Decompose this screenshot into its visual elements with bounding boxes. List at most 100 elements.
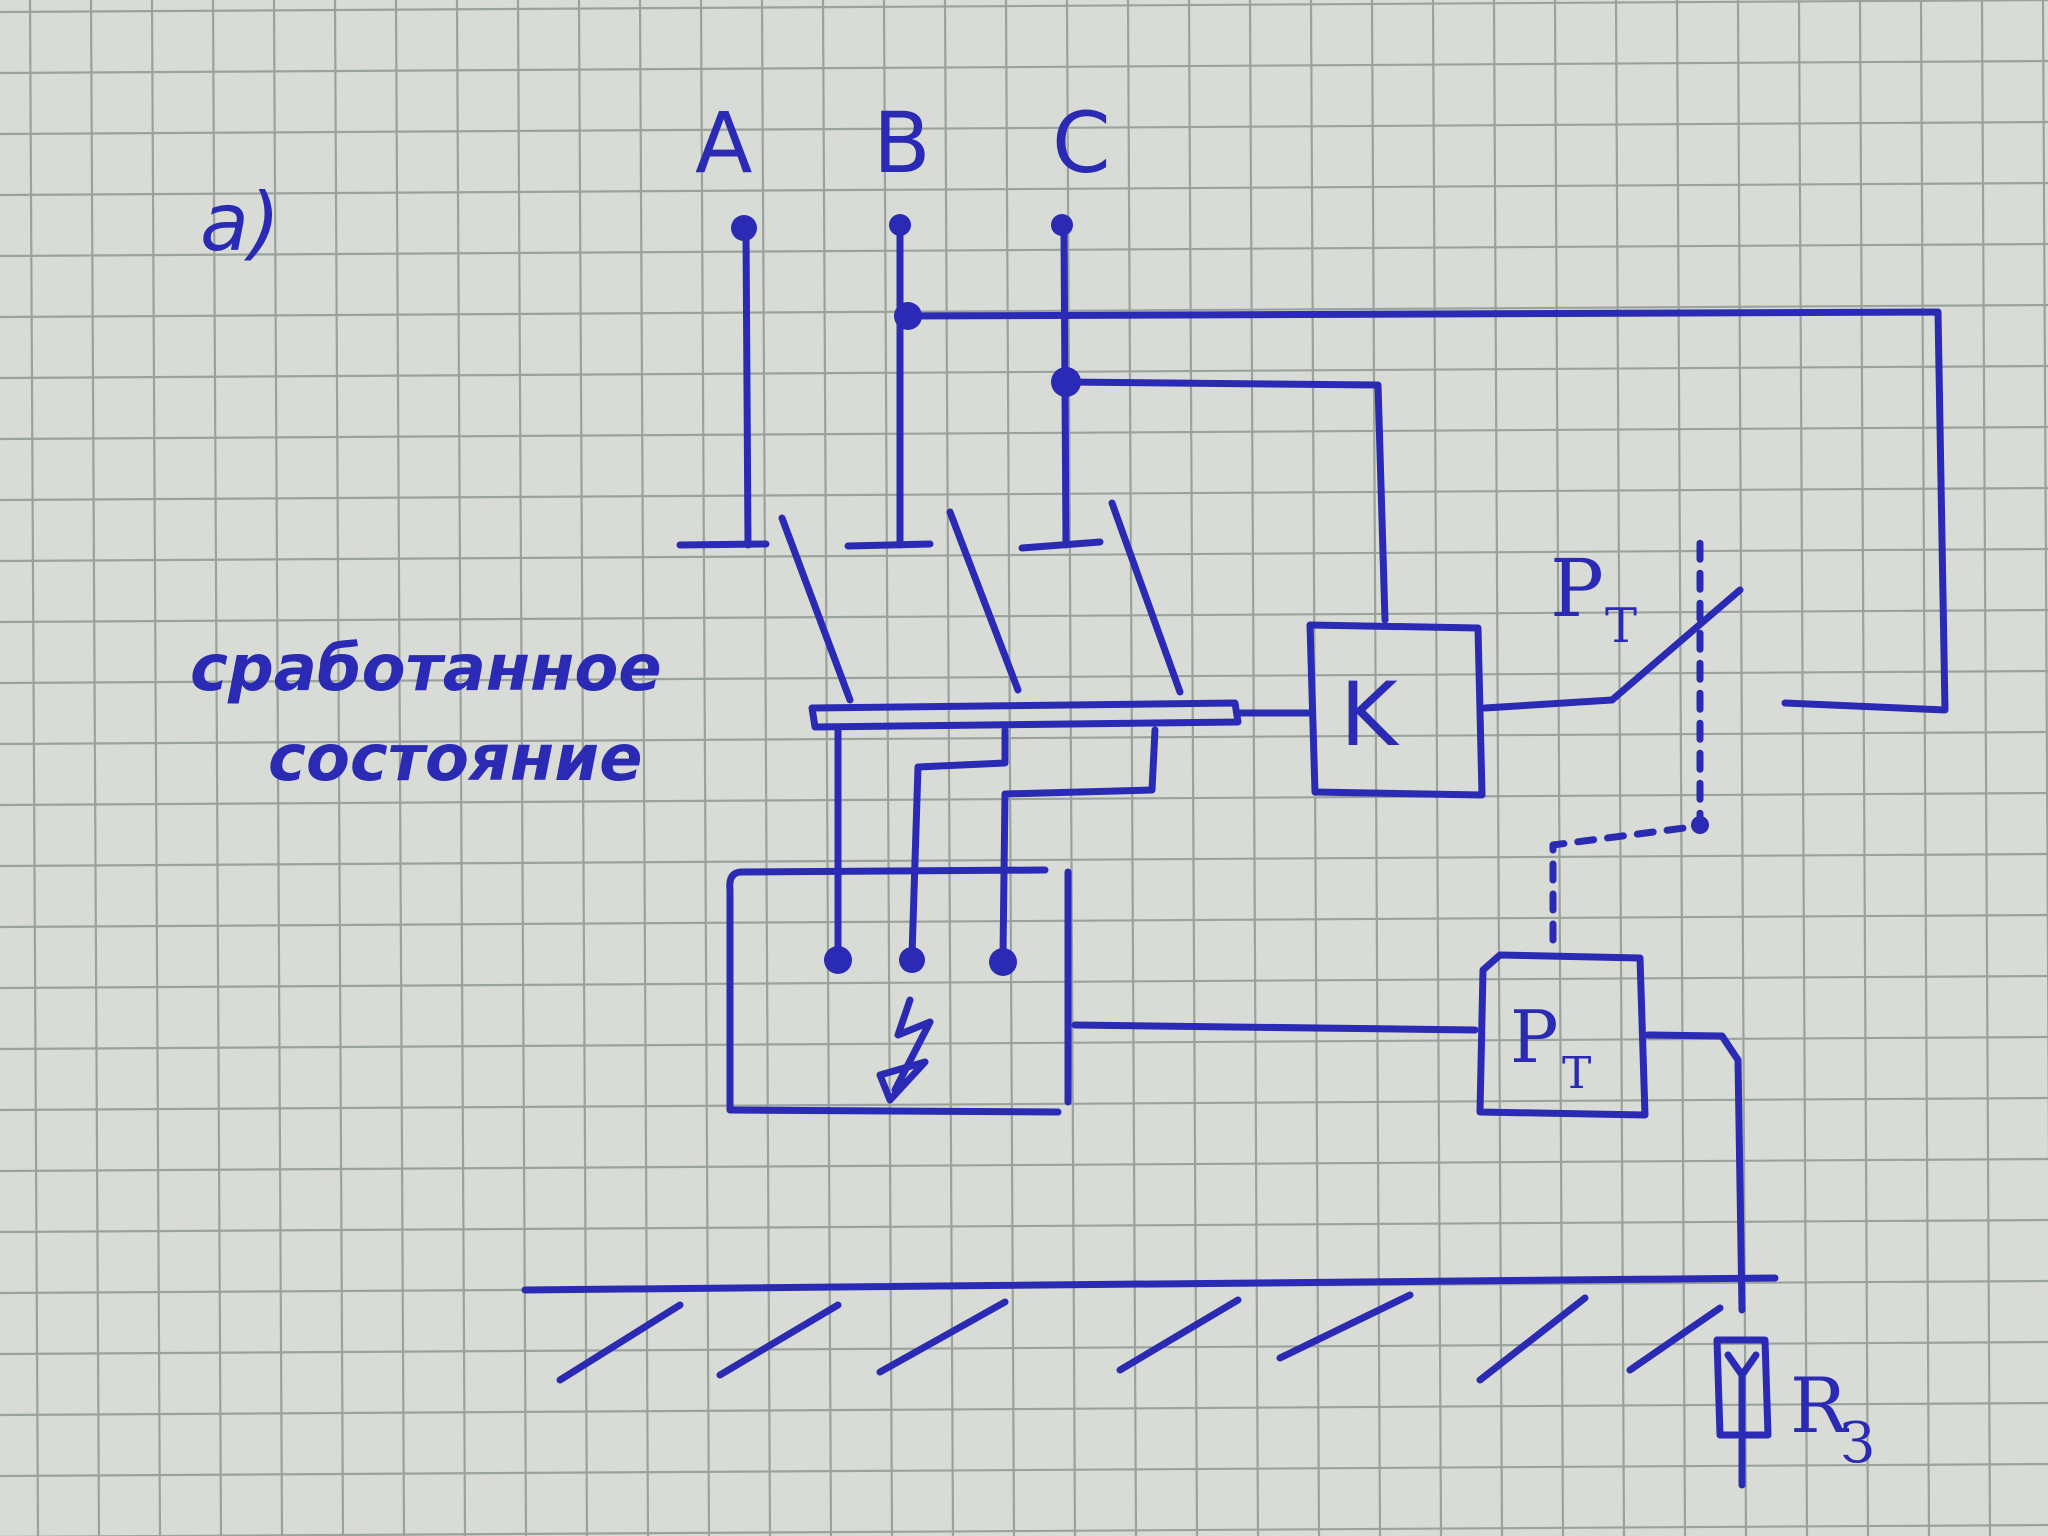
grid-line: [0, 303, 2048, 319]
grid-line: [882, 0, 894, 1536]
breaker-blade-b: [946, 508, 1022, 694]
wire-motor-to-relay: [1071, 1021, 1479, 1034]
wire-relay-to-ground: [1644, 1031, 1746, 1314]
grid-line: [760, 0, 772, 1536]
relay-coil-sub: T: [1562, 1048, 1591, 1099]
grid-line: [2041, 0, 2048, 1172]
terminal-b: [889, 214, 911, 236]
relay-link-joint: [1691, 816, 1709, 834]
terminal-c: [1051, 214, 1073, 236]
ground-resistor-label: R: [1790, 1361, 1850, 1450]
phase-label-b: B: [873, 94, 931, 192]
grid-line: [333, 0, 345, 1536]
grid-line: [0, 59, 2048, 75]
grid-line: [1980, 0, 1992, 1536]
breaker-blade-c: [1108, 499, 1184, 696]
grid-line: [0, 181, 2048, 197]
grid-line: [272, 0, 284, 1536]
grid-line: [0, 913, 2048, 929]
relay-contact-sub: T: [1605, 598, 1637, 654]
grid-line: [0, 1218, 2048, 1234]
grid-line: [0, 852, 2048, 868]
breaker-fixed-contact-c: [1018, 538, 1104, 552]
motor-terminal-c: [989, 948, 1017, 976]
grid-line: [0, 608, 2048, 624]
ground-resistor-body: [1713, 1336, 1772, 1439]
grid-line: [0, 0, 2048, 14]
phase-label-a: A: [695, 94, 752, 192]
grid-line: [0, 1096, 2048, 1112]
relay-coil-label: P: [1510, 995, 1558, 1079]
wire-control-loop: [904, 308, 1949, 714]
ground-line: [521, 1274, 1779, 1294]
grid-line: [577, 0, 589, 1536]
grid-line: [0, 1523, 2048, 1536]
grid-line: [1919, 0, 1931, 1536]
grid-line: [0, 1157, 2048, 1173]
grid-line: [1492, 0, 1504, 1536]
relay-coil-box: [1476, 951, 1649, 1119]
grid-line: [211, 0, 223, 1536]
grid-line: [0, 730, 2048, 746]
relay-contact-blade: [1608, 586, 1744, 704]
contactor-label: K: [1340, 663, 1400, 766]
grid-line: [0, 1401, 2048, 1417]
wire-motor-b: [908, 726, 1009, 959]
ground-resistor-sub: З: [1840, 1411, 1875, 1476]
wire-phase-a: [742, 228, 752, 549]
grid-line: [0, 242, 2048, 258]
figure-label: a): [200, 176, 280, 269]
grid-line: [0, 486, 2048, 502]
grid-line: [821, 0, 833, 1536]
grid-line: [1370, 0, 1382, 1536]
grid-line: [0, 120, 2048, 136]
wire-motor-c: [999, 726, 1159, 959]
grid-line: [1553, 0, 1565, 1536]
grid-line: [1248, 0, 1260, 1536]
phase-label-c: C: [1052, 94, 1111, 192]
motor-terminal-b: [899, 947, 925, 973]
grid-line: [0, 791, 2048, 807]
grid-line: [28, 0, 40, 1536]
grid-line: [1614, 0, 1626, 1536]
relay-mechanical-link: [1549, 536, 1704, 944]
grid-line: [0, 1340, 2048, 1356]
grid-line: [394, 0, 406, 1536]
relay-contact-label: P: [1550, 542, 1604, 635]
grid-line: [0, 1035, 2048, 1051]
grid-line: [150, 0, 162, 1536]
caption-line-1: сработанное: [190, 632, 662, 706]
grid-line: [516, 0, 528, 1536]
grid-line: [1431, 0, 1443, 1536]
grid-line: [699, 0, 711, 1536]
grid-line: [0, 1462, 2048, 1478]
grid-line: [1675, 0, 1687, 1536]
fault-bolt-icon: [891, 996, 934, 1094]
grid-line: [0, 669, 2048, 685]
grid-line: [0, 547, 2048, 563]
wire-to-contactor: [1062, 378, 1389, 624]
contactor-box: [1306, 621, 1486, 799]
motor-terminal-a: [824, 946, 852, 974]
breaker-blade-a: [778, 514, 854, 704]
motor-box-outline: [726, 868, 1062, 1116]
grid-line: [0, 425, 2048, 441]
grid-line: [1065, 0, 1077, 1536]
grid-line: [1797, 0, 1809, 1536]
grid-line: [0, 364, 2048, 380]
grid-line: [1858, 0, 1870, 1536]
fault-arrowhead-icon: [876, 1058, 929, 1104]
wire-contactor-to-contact: [1481, 696, 1616, 712]
breaker-fixed-contact-b: [844, 540, 934, 550]
grid-line: [455, 0, 467, 1536]
grid-line: [1004, 0, 1016, 1536]
breaker-fixed-contact-a: [676, 540, 770, 549]
ground-hatching: [556, 1291, 1724, 1384]
grid-line: [0, 974, 2048, 990]
breaker-linkage-bar: [808, 699, 1242, 731]
caption-line-2: состояние: [268, 722, 642, 796]
motor-top-edge: [738, 866, 1049, 876]
grid-line: [638, 0, 650, 1536]
grid-line: [1126, 0, 1138, 1536]
